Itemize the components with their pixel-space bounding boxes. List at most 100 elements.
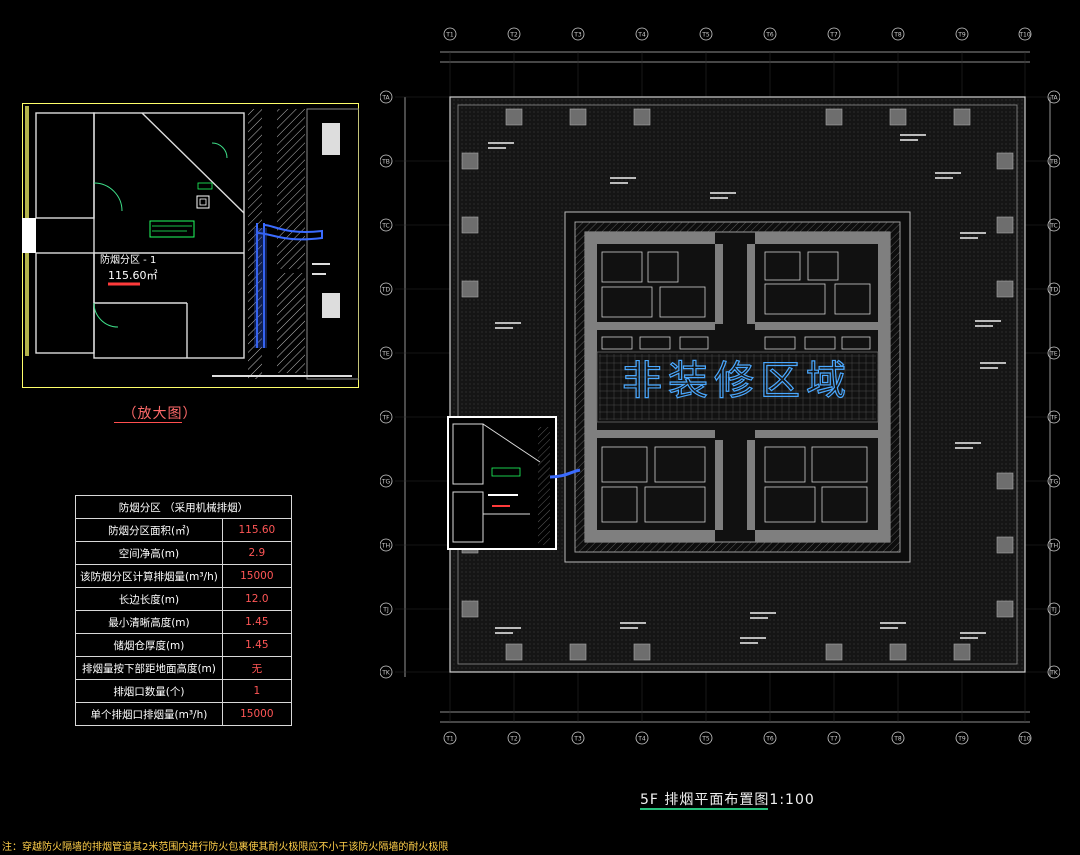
table-row: 单个排烟口排烟量(m³/h)15000	[75, 702, 292, 726]
duct-tag	[149, 220, 195, 238]
grid-bubble: TE	[380, 346, 393, 360]
table-row: 防烟分区面积(㎡)115.60	[75, 518, 292, 542]
svg-text:TB: TB	[381, 159, 390, 166]
grid-bubble: TC	[380, 218, 393, 232]
grid-bubble: T1	[443, 731, 457, 745]
svg-text:TD: TD	[1049, 287, 1059, 294]
svg-text:T4: T4	[637, 32, 646, 39]
grid-bubble: T10	[1018, 731, 1032, 745]
svg-text:T4: T4	[637, 736, 646, 743]
table-row: 排烟量按下部距地面高度(m)无	[75, 656, 292, 680]
smoke-exhaust-duct	[256, 223, 323, 348]
svg-text:T7: T7	[829, 32, 838, 39]
grid-bubble: TF	[380, 410, 393, 424]
svg-text:T1: T1	[445, 32, 454, 39]
grid-bubble: T8	[891, 27, 905, 41]
grid-bubble: TH	[380, 538, 393, 552]
svg-text:TH: TH	[381, 543, 390, 550]
table-row: 长边长度(m)12.0	[75, 587, 292, 611]
grid-bubble: TG	[380, 474, 393, 488]
footnote: 注：穿越防火隔墙的排烟管道其2米范围内进行防火包裹使其耐火极限应不小于该防火隔墙…	[2, 842, 449, 853]
table-row: 排烟口数量(个)1	[75, 679, 292, 703]
grid-bubble: T5	[699, 731, 713, 745]
svg-text:T7: T7	[829, 736, 838, 743]
svg-text:T9: T9	[957, 736, 966, 743]
grid-bubble: T9	[955, 27, 969, 41]
enlarged-detail-drawing: 防烟分区 - 1 115.60㎡	[22, 103, 359, 388]
svg-text:T5: T5	[701, 736, 710, 743]
svg-text:TE: TE	[1049, 351, 1058, 358]
smoke-zone-calc-table: 防烟分区 （采用机械排烟） 防烟分区面积(㎡)115.60 空间净高(m)2.9…	[75, 495, 292, 726]
grid-bubble: TH	[1047, 538, 1060, 552]
svg-text:T6: T6	[765, 736, 774, 743]
detail-caption-underline	[114, 422, 182, 423]
svg-text:TK: TK	[381, 670, 391, 677]
grid-bubble: T6	[763, 731, 777, 745]
table-row: 储烟仓厚度(m)1.45	[75, 633, 292, 657]
grid-bubble: TC	[1047, 218, 1060, 232]
grid-bubble: T4	[635, 27, 649, 41]
table-row: 最小清晰高度(m)1.45	[75, 610, 292, 634]
grid-bubble: TA	[380, 90, 393, 104]
svg-text:T8: T8	[893, 32, 902, 39]
grid-bubble: T9	[955, 731, 969, 745]
grid-bubble: TD	[380, 282, 393, 296]
svg-text:T8: T8	[893, 736, 902, 743]
svg-text:TA: TA	[381, 95, 390, 102]
svg-text:T1: T1	[445, 736, 454, 743]
svg-text:T3: T3	[573, 32, 582, 39]
svg-text:TC: TC	[381, 223, 390, 230]
plan-title-underline	[640, 808, 768, 810]
svg-text:TB: TB	[1049, 159, 1058, 166]
svg-text:TF: TF	[1049, 415, 1058, 422]
grid-bubble: T2	[507, 27, 521, 41]
grid-bubble: T5	[699, 27, 713, 41]
svg-text:TF: TF	[381, 415, 390, 422]
detail-zone-area: 115.60㎡	[108, 269, 158, 282]
svg-text:TE: TE	[381, 351, 390, 358]
svg-text:T6: T6	[765, 32, 774, 39]
grid-bubble: TK	[1047, 665, 1060, 679]
detail-caption: （放大图）	[122, 406, 198, 422]
detail-zone-label: 防烟分区 - 1	[100, 253, 156, 266]
svg-text:TG: TG	[381, 479, 391, 486]
plan-title: 5F 排烟平面布置图1:100	[640, 792, 815, 808]
grid-bubble: T8	[891, 731, 905, 745]
table-row: 该防烟分区计算排烟量(m³/h)15000	[75, 564, 292, 588]
table-row: 空间净高(m)2.9	[75, 541, 292, 565]
svg-text:TJ: TJ	[382, 607, 389, 614]
grid-bubble: TJ	[1047, 602, 1060, 616]
svg-text:TC: TC	[1049, 223, 1058, 230]
grid-bubble: T10	[1018, 27, 1032, 41]
grid-bubble: TJ	[380, 602, 393, 616]
grid-bubble: TA	[1047, 90, 1060, 104]
grid-bubble: TB	[380, 154, 393, 168]
grid-bubble: T2	[507, 731, 521, 745]
grid-bubble: T3	[571, 27, 585, 41]
svg-text:TA: TA	[1049, 95, 1058, 102]
svg-text:TG: TG	[1049, 479, 1059, 486]
grid-bubble: T3	[571, 731, 585, 745]
grid-bubble: TD	[1047, 282, 1060, 296]
svg-text:T3: T3	[573, 736, 582, 743]
grid-bubble: T4	[635, 731, 649, 745]
grid-bubble: T7	[827, 731, 841, 745]
svg-text:T10: T10	[1018, 32, 1030, 39]
grid-bubble: TB	[1047, 154, 1060, 168]
svg-text:TK: TK	[1049, 670, 1059, 677]
table-header: 防烟分区 （采用机械排烟）	[75, 495, 292, 519]
svg-text:T2: T2	[509, 736, 518, 743]
grid-bubble: TK	[380, 665, 393, 679]
grid-bubble: TE	[1047, 346, 1060, 360]
svg-text:TD: TD	[381, 287, 391, 294]
non-renovation-watermark: 非装修区域	[622, 358, 852, 404]
grid-bubble: T1	[443, 27, 457, 41]
grid-bubble: T7	[827, 27, 841, 41]
svg-text:TJ: TJ	[1050, 607, 1057, 614]
svg-text:T10: T10	[1018, 736, 1030, 743]
svg-text:T5: T5	[701, 32, 710, 39]
grid-bubble: T6	[763, 27, 777, 41]
svg-text:T9: T9	[957, 32, 966, 39]
grid-bubble: TG	[1047, 474, 1060, 488]
